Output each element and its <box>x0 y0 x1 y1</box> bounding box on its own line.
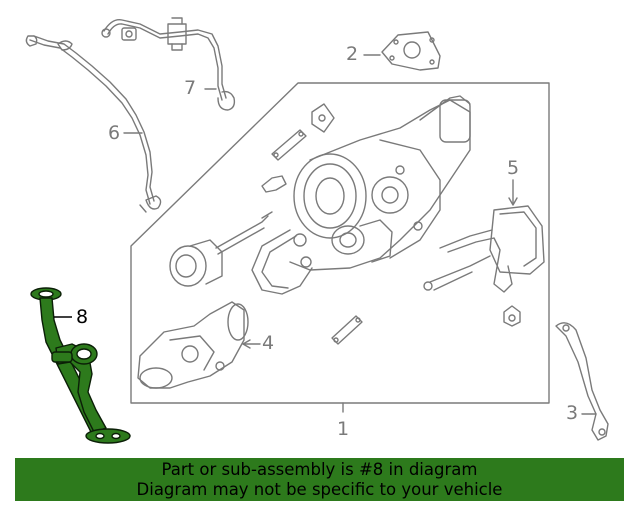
callout-4: 4 <box>262 332 275 354</box>
part-6-pipe-shape <box>25 35 162 213</box>
part-2-gasket-shape <box>381 31 441 71</box>
parts-diagram <box>25 17 609 444</box>
callout-8: 8 <box>76 306 89 328</box>
part-3-bracket-shape <box>555 322 609 441</box>
part-4-elbow-shape <box>137 301 249 389</box>
small-bolt-2-shape <box>503 305 521 327</box>
actuator-shape <box>169 211 273 287</box>
callout-6: 6 <box>108 122 121 144</box>
callout-5: 5 <box>507 157 520 179</box>
banner-line-1: Part or sub-assembly is #8 in diagram <box>161 460 478 479</box>
part-8-highlighted-pipe <box>30 287 131 444</box>
callout-3: 3 <box>566 402 579 424</box>
small-bolt-shape <box>261 175 287 193</box>
turbocharger-shape <box>251 95 471 295</box>
banner-line-2: Diagram may not be specific to your vehi… <box>136 480 503 499</box>
callout-7: 7 <box>184 77 197 99</box>
small-bracket-shape <box>271 129 307 161</box>
callout-1: 1 <box>337 418 350 440</box>
callout-2: 2 <box>346 43 359 65</box>
small-gasket-shape <box>311 103 335 133</box>
notice-banner: Part or sub-assembly is #8 in diagram Di… <box>15 458 624 501</box>
part-7-pipe-shape <box>101 17 236 111</box>
small-link-shape <box>331 315 363 345</box>
assembly-outline <box>130 82 550 404</box>
part-5-actuator-shape <box>423 205 545 293</box>
